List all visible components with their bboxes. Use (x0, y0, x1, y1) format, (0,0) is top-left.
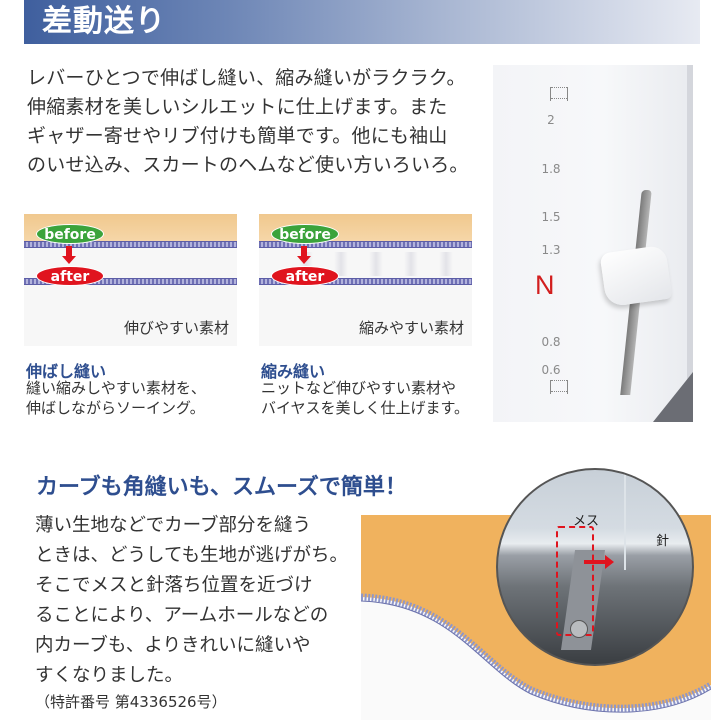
shrink-sewing-desc: ニットなど伸びやすい素材や バイヤスを美しく仕上げます。 (261, 378, 469, 418)
machine-edge (687, 65, 693, 422)
intro-line: のいせ込み、スカートのヘムなど使い方いろいろ。 (27, 154, 469, 176)
dial-tick: 0.8 (541, 335, 561, 349)
stretch-sewing-desc: 縫い縮みしやすい素材を、 伸ばしながらソーイング。 (26, 378, 206, 418)
gather-fold (334, 252, 348, 276)
desc-line: バイヤスを美しく仕上げます。 (261, 399, 470, 417)
paragraph-line: そこでメスと針落ち位置を近づけ (35, 575, 313, 596)
curve-section-title: カーブも角縫いも、スムーズで簡単！ (36, 475, 407, 500)
intro-line: レバーひとつで伸ばし縫い、縮み縫いがラクラク。 (27, 67, 466, 89)
intro-line: ギャザー寄せやリブ付けも簡単です。他にも袖山 (27, 125, 448, 147)
gather-stitch-icon (550, 380, 568, 394)
screw-shape (570, 620, 588, 638)
desc-line: 縫い縮みしやすい素材を、 (26, 379, 206, 397)
patent-number: （特許番号 第4336526号） (35, 693, 227, 711)
seam-after (24, 278, 237, 285)
paragraph-line: ときは、どうしても生地が逃げがち。 (35, 545, 349, 566)
curve-section-paragraph: 薄い生地などでカーブ部分を縫う ときは、どうしても生地が逃げがち。 そこでメスと… (35, 511, 365, 691)
shrink-sewing-title: 縮み縫い (261, 362, 326, 381)
dial-tick: 1.3 (541, 243, 561, 257)
before-badge: before (36, 224, 104, 244)
seam-after (259, 278, 472, 285)
needle-label: 針 (656, 534, 670, 549)
desc-line: 伸ばしながらソーイング。 (26, 399, 205, 417)
dial-tick: 1.5 (541, 210, 561, 224)
after-badge: after (36, 266, 104, 286)
section-header-bar: 差動送り (24, 0, 700, 44)
after-badge: after (271, 266, 339, 286)
gather-fold (439, 252, 453, 276)
gather-fold (369, 252, 383, 276)
shrink-sample-photo: before after 縮みやすい素材 (259, 214, 472, 346)
dial-tick: 2 (547, 113, 555, 127)
arrow-down-icon (297, 246, 311, 264)
needle-shape (624, 470, 626, 570)
desc-line: ニットなど伸びやすい素材や (261, 379, 457, 397)
before-badge: before (271, 224, 339, 244)
paragraph-line: 薄い生地などでカーブ部分を縫う (35, 515, 312, 536)
knife-needle-closeup: メス 針 (496, 468, 694, 666)
section-title: 差動送り (42, 4, 166, 39)
dial-tick: 0.6 (541, 363, 561, 377)
seam-before (259, 241, 472, 248)
intro-paragraph: レバーひとつで伸ばし縫い、縮み縫いがラクラク。 伸縮素材を美しいシルエットに仕上… (27, 64, 497, 180)
paragraph-line: 内カーブも、よりきれいに縫いや (35, 635, 311, 656)
arrow-down-icon (62, 246, 76, 264)
knife-label: メス (573, 514, 600, 529)
intro-line: 伸縮素材を美しいシルエットに仕上げます。また (27, 96, 448, 118)
stretch-stitch-icon (550, 87, 568, 101)
arrow-right-icon (584, 555, 614, 569)
differential-feed-lever (599, 244, 673, 308)
sample-caption: 縮みやすい素材 (358, 319, 464, 337)
stretch-sample-photo: before after 伸びやすい素材 (24, 214, 237, 346)
gather-fold (404, 252, 418, 276)
paragraph-line: ることにより、アームホールなどの (35, 605, 329, 626)
knife-outline-dashed (556, 526, 594, 636)
differential-feed-dial-photo: 2 1.8 1.5 1.3 N 0.8 0.6 (493, 65, 693, 422)
dial-tick: 1.8 (541, 162, 561, 176)
paragraph-line: すくなりました。 (35, 665, 184, 686)
dial-neutral-mark: N (535, 270, 555, 300)
machine-shadow (653, 372, 693, 422)
stretch-sewing-title: 伸ばし縫い (26, 362, 107, 381)
sample-caption: 伸びやすい素材 (123, 319, 229, 337)
seam-before (24, 241, 237, 248)
